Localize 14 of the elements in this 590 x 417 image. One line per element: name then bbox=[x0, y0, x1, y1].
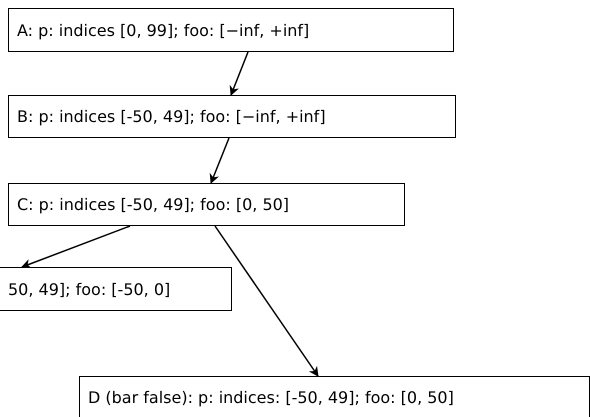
process-box bbox=[79, 376, 590, 417]
node-label: B: p: indices [-50, 49]; foo: [−inf, +inf] bbox=[17, 107, 326, 126]
process-box bbox=[0, 267, 232, 311]
node-label: A: p: indices [0, 99]; foo: [−inf, +inf] bbox=[17, 20, 310, 40]
arrow bbox=[214, 226, 319, 377]
process-box bbox=[8, 95, 456, 138]
process-box bbox=[8, 183, 405, 226]
node-label: 50, 49]; foo: [-50, 0] bbox=[8, 280, 170, 298]
process-box bbox=[8, 8, 454, 52]
node-label: C: p: indices [-50, 49]; foo: [0, 50] bbox=[17, 195, 290, 214]
node-label: D (bar false): p: indices: [-50, 49]; foo: [0, 50] bbox=[88, 388, 454, 407]
arrow bbox=[21, 225, 130, 268]
arrow bbox=[230, 52, 249, 96]
arrow bbox=[210, 138, 230, 184]
